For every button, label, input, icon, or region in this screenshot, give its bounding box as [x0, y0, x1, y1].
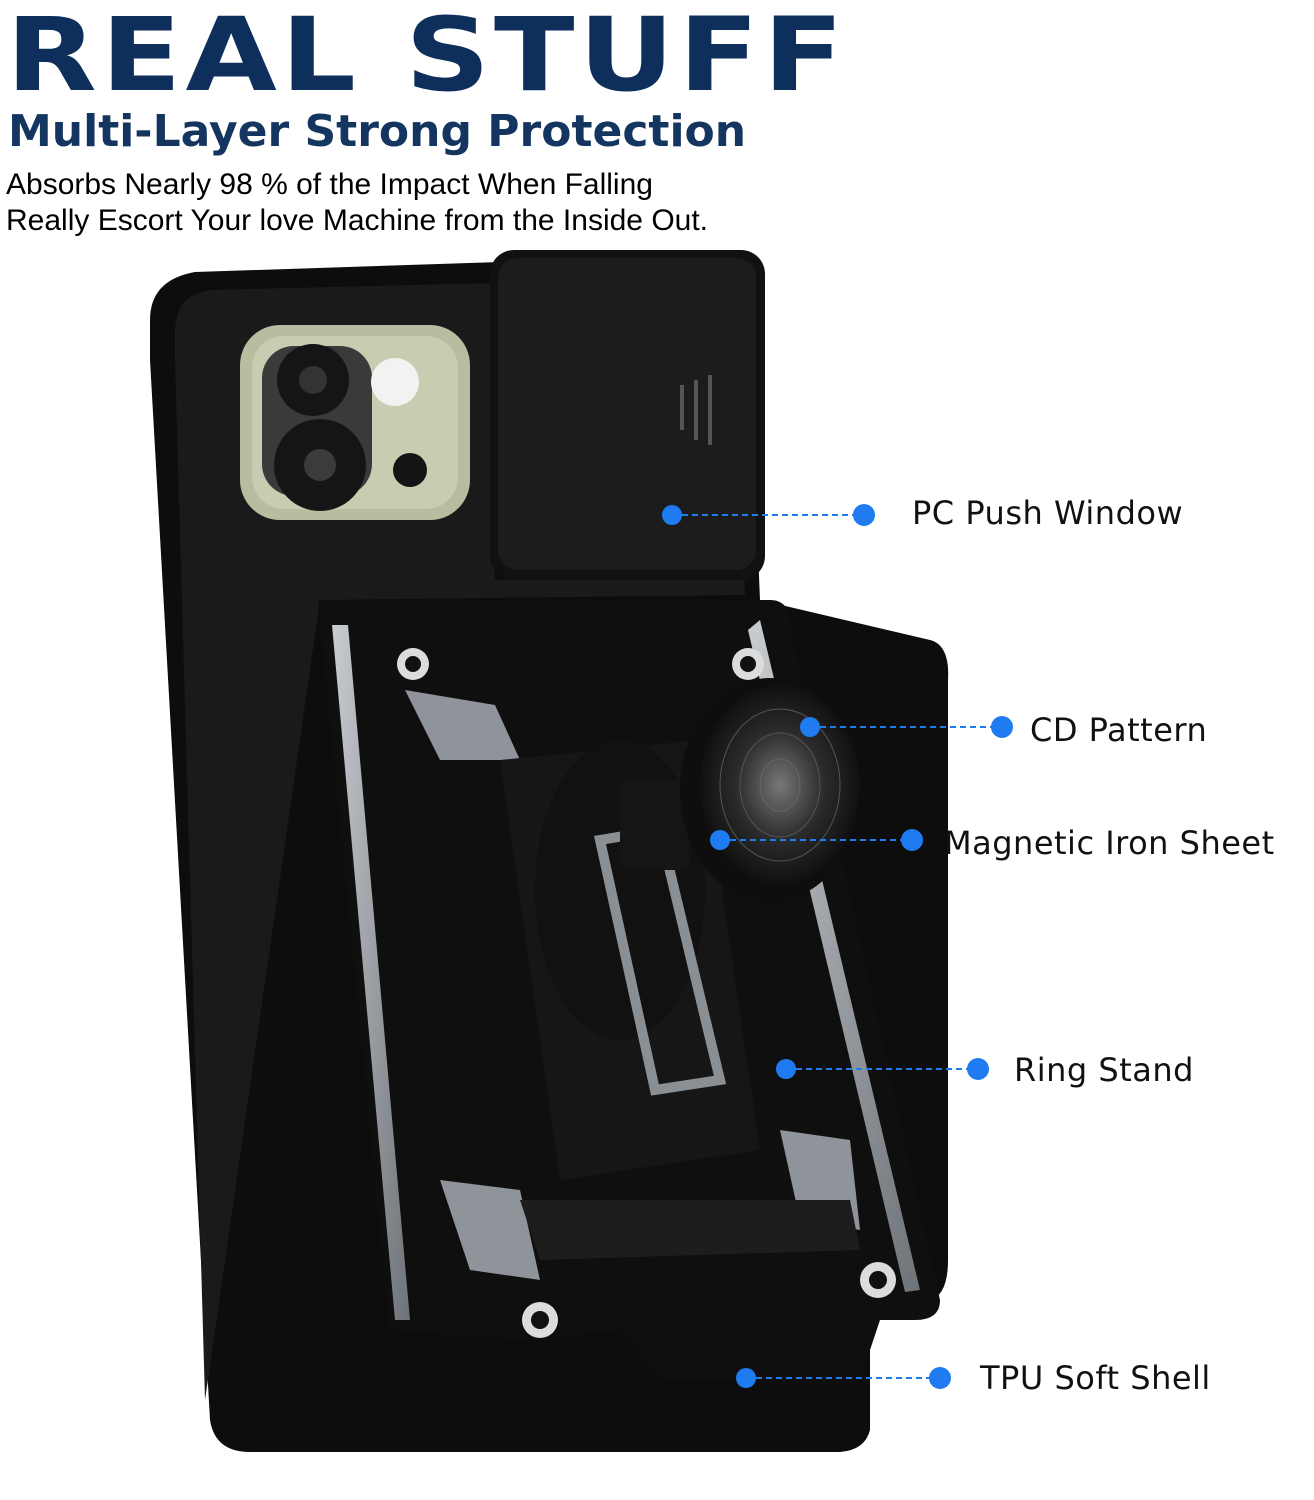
callout-label-pc-push-window: PC Push Window — [912, 494, 1184, 532]
callout-label-cd-pattern: CD Pattern — [1030, 711, 1208, 749]
callout-magnetic-iron-sheet — [710, 829, 923, 851]
push-window-slider — [490, 250, 765, 580]
camera-module — [240, 325, 470, 520]
callout-tpu-soft-shell — [736, 1367, 951, 1389]
callout-pc-push-window — [662, 504, 875, 526]
callout-label-ring-stand: Ring Stand — [1014, 1051, 1194, 1089]
description-line-1: Absorbs Nearly 98 % of the Impact When F… — [6, 168, 653, 201]
callout-label-magnetic-iron-sheet: Magnetic Iron Sheet — [944, 824, 1275, 862]
subtitle: Multi-Layer Strong Protection — [8, 106, 747, 157]
callout-cd-pattern — [800, 716, 1013, 738]
callout-ring-stand — [776, 1058, 989, 1080]
description-line-2: Really Escort Your love Machine from the… — [6, 204, 709, 237]
callout-label-tpu-soft-shell: TPU Soft Shell — [980, 1359, 1211, 1397]
cd-pattern-disc — [680, 678, 860, 902]
ring-stand — [535, 740, 727, 1096]
brand-title: REAL STUFF — [6, 0, 848, 115]
